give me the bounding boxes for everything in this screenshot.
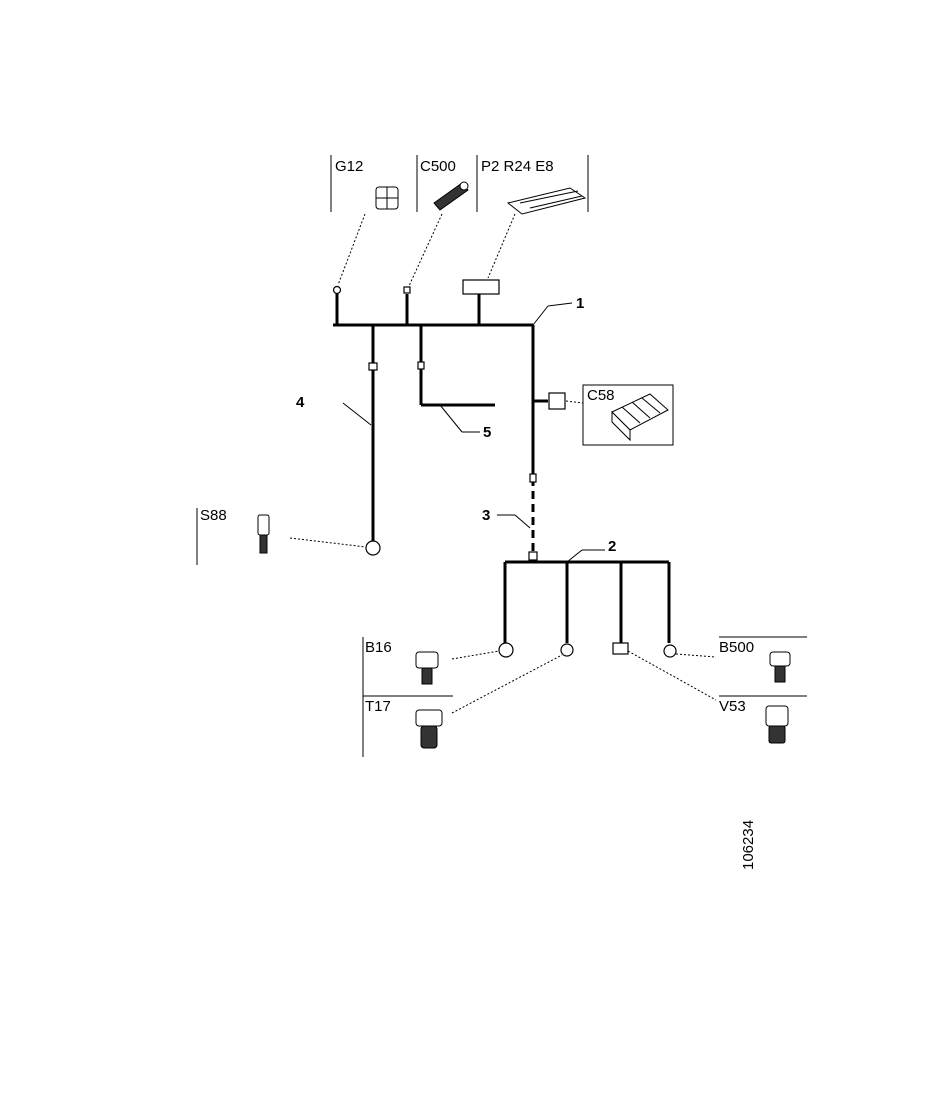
p2-r24-e8-connector-icon bbox=[506, 187, 587, 215]
b16-node bbox=[498, 642, 514, 658]
branch-5: 5 bbox=[417, 325, 495, 441]
c500-node bbox=[403, 286, 411, 294]
t17-sensor-icon bbox=[415, 709, 443, 749]
figure-number: 106234 bbox=[740, 820, 757, 870]
p2-node bbox=[462, 279, 500, 295]
b500-label: B500 bbox=[719, 639, 754, 656]
branch-3-lower-connector bbox=[528, 551, 538, 561]
branch-3: 3 bbox=[482, 473, 538, 561]
c58-box bbox=[582, 384, 674, 446]
lower-harness-2: 2 bbox=[498, 538, 677, 658]
p2-r24-e8-label: P2 R24 E8 bbox=[481, 158, 554, 175]
c500-connector-icon bbox=[433, 181, 469, 211]
v53-valve-icon bbox=[765, 705, 789, 744]
c58-group: C58 bbox=[533, 384, 674, 446]
c58-node bbox=[548, 392, 566, 410]
c500-label: C500 bbox=[420, 158, 456, 175]
top-component-panel: G12 C500 P2 R24 E8 bbox=[330, 155, 589, 287]
v53-label: V53 bbox=[719, 698, 746, 715]
b16-t17-panel: B16 T17 bbox=[362, 637, 563, 757]
branch-4: 4 bbox=[296, 325, 381, 556]
branch-3-upper-connector bbox=[529, 473, 537, 483]
v53-node bbox=[612, 642, 629, 655]
callout-5: 5 bbox=[483, 424, 491, 441]
main-harness-1: 1 bbox=[332, 279, 584, 478]
b500-node bbox=[663, 644, 677, 658]
callout-3: 3 bbox=[482, 507, 490, 524]
callout-2: 2 bbox=[608, 538, 616, 555]
s88-panel: S88 bbox=[196, 507, 367, 565]
s88-switch-icon bbox=[257, 514, 270, 554]
branch-5-connector bbox=[417, 361, 425, 370]
branch-4-connector bbox=[368, 362, 378, 371]
callout-1: 1 bbox=[576, 295, 584, 312]
g12-node bbox=[332, 285, 342, 295]
c58-fuse-box-icon bbox=[611, 393, 669, 442]
b500-sensor-icon bbox=[769, 651, 791, 683]
g12-label: G12 bbox=[335, 158, 363, 175]
b500-v53-panel: B500 V53 bbox=[627, 636, 807, 744]
t17-label: T17 bbox=[365, 698, 391, 715]
t17-node bbox=[560, 643, 574, 657]
b16-label: B16 bbox=[365, 639, 392, 656]
s88-label: S88 bbox=[200, 507, 227, 524]
callout-4: 4 bbox=[296, 394, 305, 411]
c58-label: C58 bbox=[587, 387, 615, 404]
b16-sensor-icon bbox=[415, 651, 439, 685]
g12-connector-icon bbox=[375, 186, 399, 210]
s88-node bbox=[365, 540, 381, 556]
